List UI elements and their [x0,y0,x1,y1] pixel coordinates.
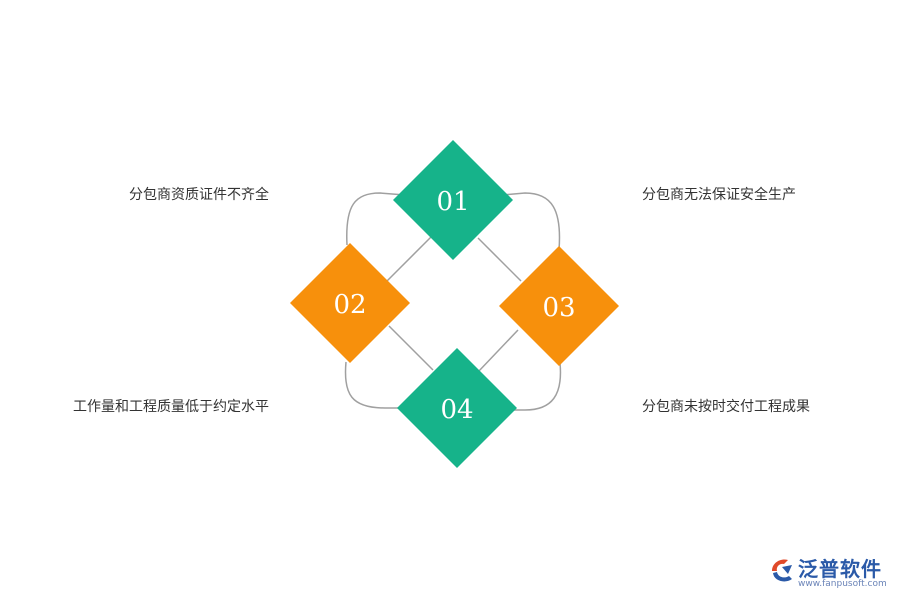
label-02: 工作量和工程质量低于约定水平 [73,399,269,415]
label-01: 分包商资质证件不齐全 [129,187,269,203]
diamond-03-number: 03 [542,293,575,323]
connector-bottom-left [344,361,404,409]
connector-inner-3-4 [477,329,519,373]
diamond-03: 03 [499,246,619,366]
diamond-04: 04 [397,348,517,468]
diamond-02-shape [290,243,410,363]
brand-logo: 泛普软件 www.fanpusoft.com [768,553,894,595]
diamond-02: 02 [290,243,410,363]
brand-logo-icon [772,559,792,582]
connector-lines [344,192,562,411]
brand-url: www.fanpusoft.com [798,579,887,589]
connector-inner-1-2 [386,235,433,282]
label-04: 分包商未按时交付工程成果 [642,399,810,415]
diamond-02-number: 02 [333,290,366,320]
diamond-01-shape [393,140,513,260]
diamond-03-shape [499,246,619,366]
connector-inner-1-3 [477,237,522,282]
connector-top-right [501,192,561,251]
diamond-01: 01 [393,140,513,260]
label-03: 分包商无法保证安全生产 [642,187,796,203]
diamond-04-number: 04 [440,395,473,425]
brand-name: 泛普软件 [798,557,882,581]
connector-bottom-right [508,362,562,411]
diamond-04-shape [397,348,517,468]
connector-inner-2-4 [388,325,434,371]
diamond-01-number: 01 [436,187,469,217]
connector-top-left [346,192,406,246]
